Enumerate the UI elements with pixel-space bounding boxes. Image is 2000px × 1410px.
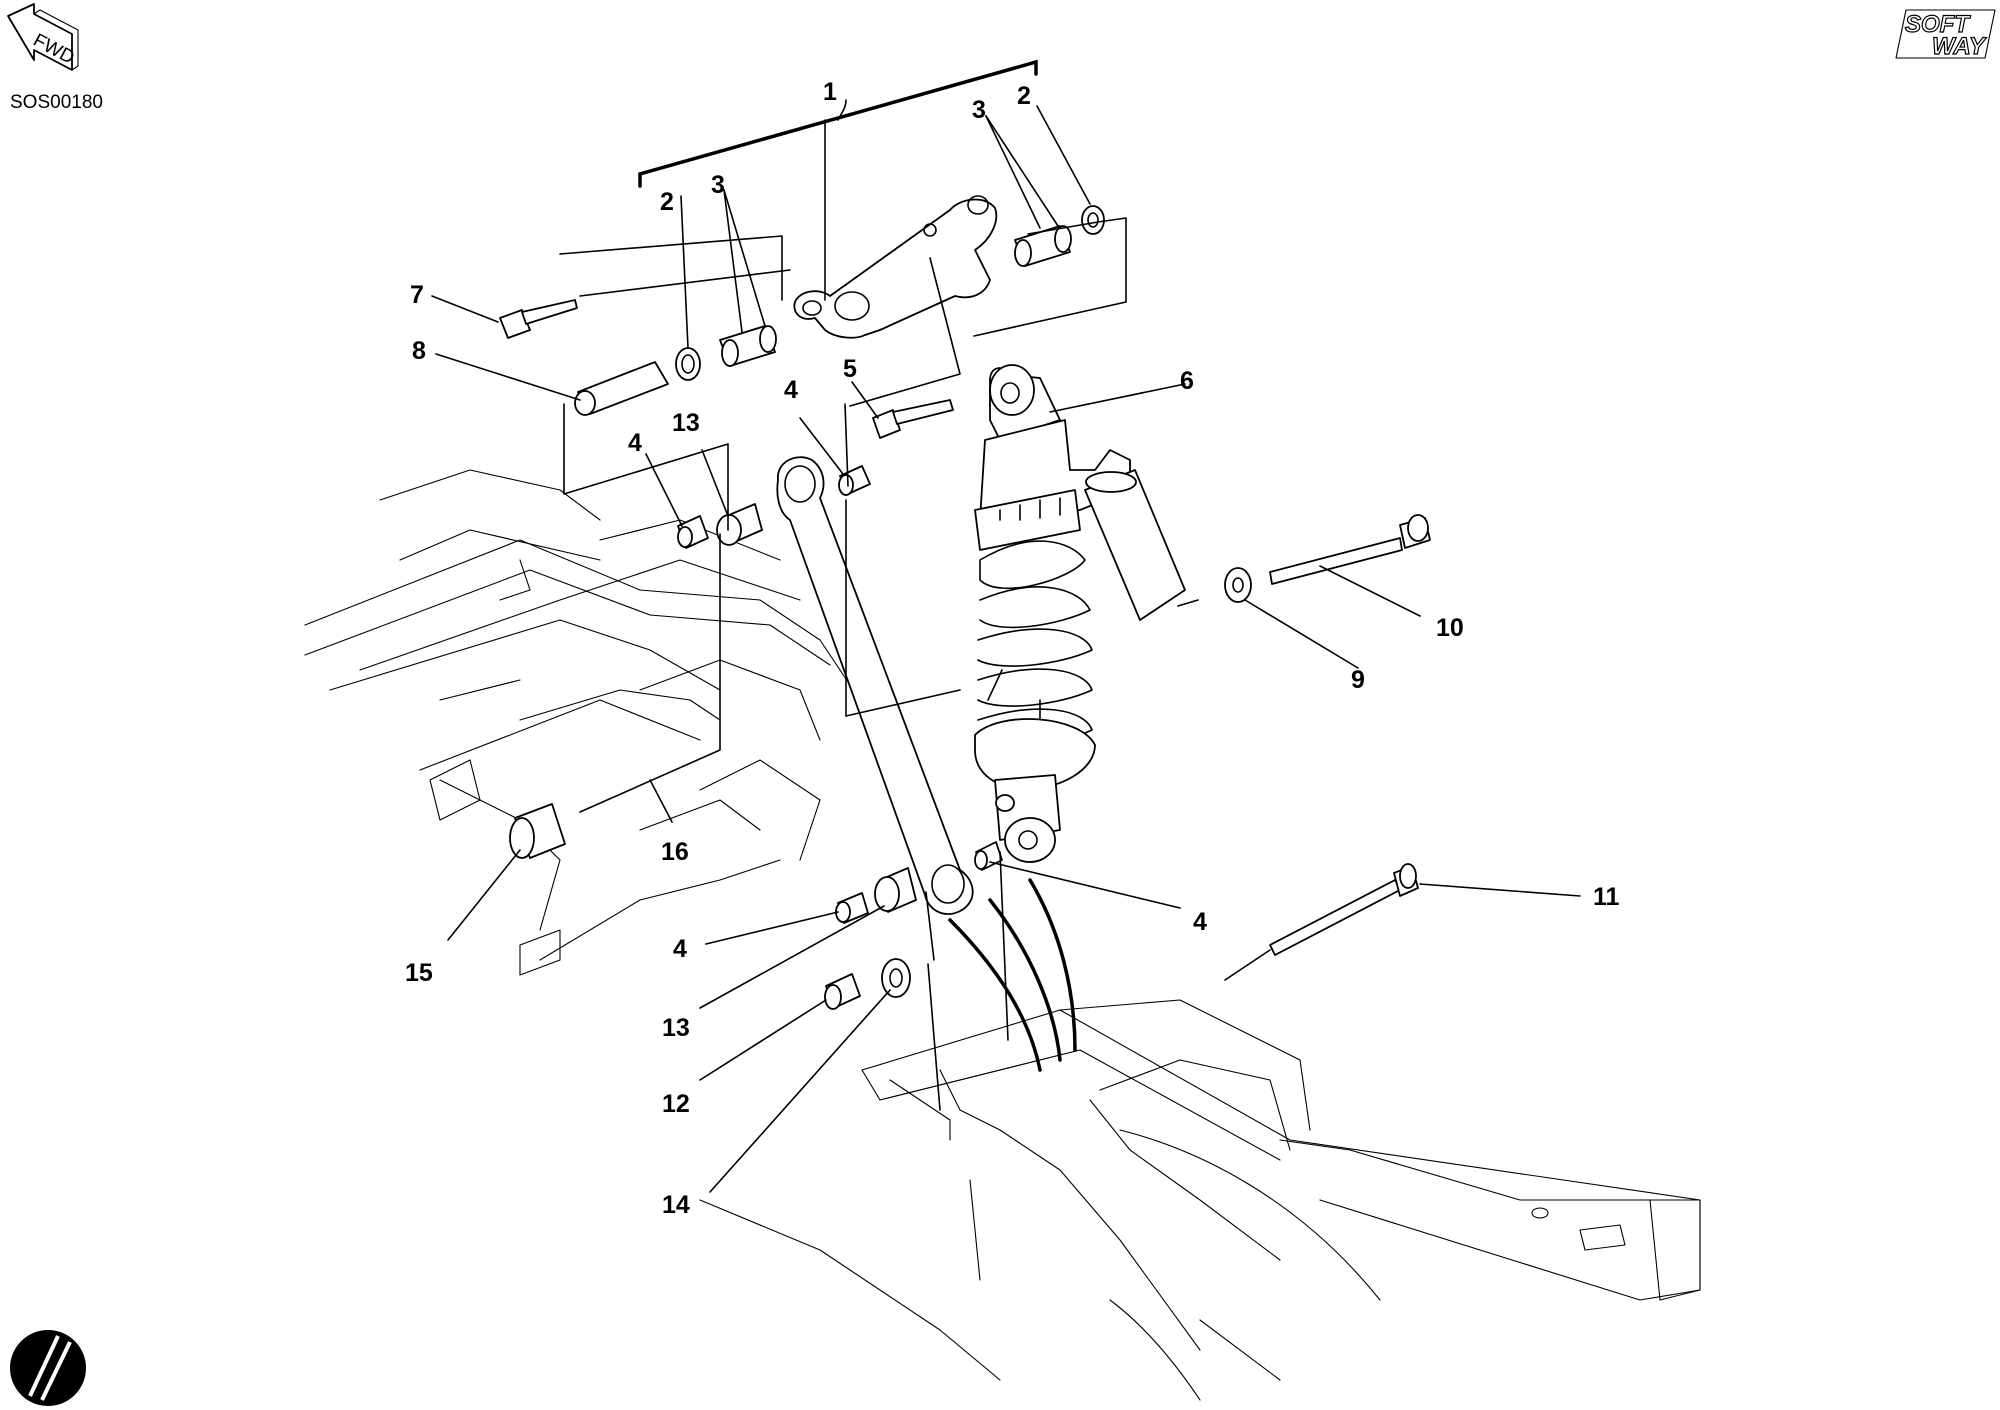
callout-8: 8 bbox=[412, 337, 426, 365]
callout-13-lower: 13 bbox=[662, 1014, 690, 1042]
callout-13-upper: 13 bbox=[672, 409, 700, 437]
leader-lines bbox=[431, 59, 1581, 1193]
callout-14: 14 bbox=[662, 1191, 690, 1219]
callout-11: 11 bbox=[1593, 883, 1620, 911]
corner-logo-icon bbox=[10, 1330, 86, 1406]
frame-outline bbox=[304, 469, 861, 976]
callout-10: 10 bbox=[1436, 614, 1464, 642]
screw-part-11 bbox=[1269, 863, 1419, 956]
washer-right-part-2 bbox=[1081, 205, 1105, 235]
motion-arcs bbox=[948, 878, 1077, 1072]
callout-7: 7 bbox=[410, 281, 424, 309]
bushing-pair-left bbox=[719, 325, 777, 367]
callout-labels: 1 2 2 3 3 7 8 6 5 4 13 4 10 9 11 4 16 4 … bbox=[405, 78, 1620, 1219]
logo-text-bottom: WAY bbox=[1932, 33, 1987, 60]
callout-4-upper-right: 4 bbox=[784, 376, 798, 404]
fwd-arrow-icon: FWD bbox=[7, 3, 79, 71]
callout-12: 12 bbox=[662, 1090, 690, 1118]
swingarm bbox=[699, 999, 1701, 1401]
callout-16: 16 bbox=[661, 838, 689, 866]
callout-4-upper-left: 4 bbox=[628, 429, 642, 457]
callout-9: 9 bbox=[1351, 666, 1365, 694]
spacer-part-8 bbox=[574, 361, 669, 416]
bushing-lower-left-part-4 bbox=[835, 892, 869, 924]
spacer-upper-part-13 bbox=[716, 503, 763, 546]
screw-part-7 bbox=[499, 299, 578, 339]
softway-logo: SOFT WAY bbox=[1895, 9, 1996, 61]
callout-15: 15 bbox=[405, 959, 433, 987]
callout-2-left: 2 bbox=[660, 188, 674, 216]
logo-text-top: SOFT bbox=[1905, 11, 1971, 38]
callout-5: 5 bbox=[843, 355, 857, 383]
washer-part-14 bbox=[881, 958, 911, 998]
screw-part-5 bbox=[872, 399, 954, 439]
callout-2-right: 2 bbox=[1017, 82, 1031, 110]
screw-part-10 bbox=[1269, 514, 1431, 585]
washer-part-9 bbox=[1224, 567, 1252, 603]
shock-absorber-part-6 bbox=[974, 364, 1186, 863]
bushing-pair-right bbox=[1014, 225, 1072, 267]
callout-1: 1 bbox=[823, 78, 837, 106]
callout-4-lower-left: 4 bbox=[673, 935, 687, 963]
bushing-lower-right-part-4 bbox=[974, 841, 1003, 871]
callout-3-right: 3 bbox=[972, 96, 986, 124]
bushing-upper-left-part-4 bbox=[677, 515, 709, 549]
bushing-part-12 bbox=[824, 973, 861, 1010]
callout-3-left: 3 bbox=[711, 171, 725, 199]
diagram-code: SOS00180 bbox=[10, 92, 103, 113]
tie-rod-link bbox=[776, 456, 974, 915]
washer-left-part-2 bbox=[675, 347, 701, 381]
callout-6: 6 bbox=[1180, 367, 1194, 395]
spacer-part-15 bbox=[509, 803, 566, 859]
spacer-lower-part-13 bbox=[874, 867, 917, 913]
callout-4-lower-right: 4 bbox=[1193, 908, 1207, 936]
rocker-arm-part-1 bbox=[793, 195, 998, 339]
bushing-upper-right-part-4 bbox=[838, 465, 871, 496]
